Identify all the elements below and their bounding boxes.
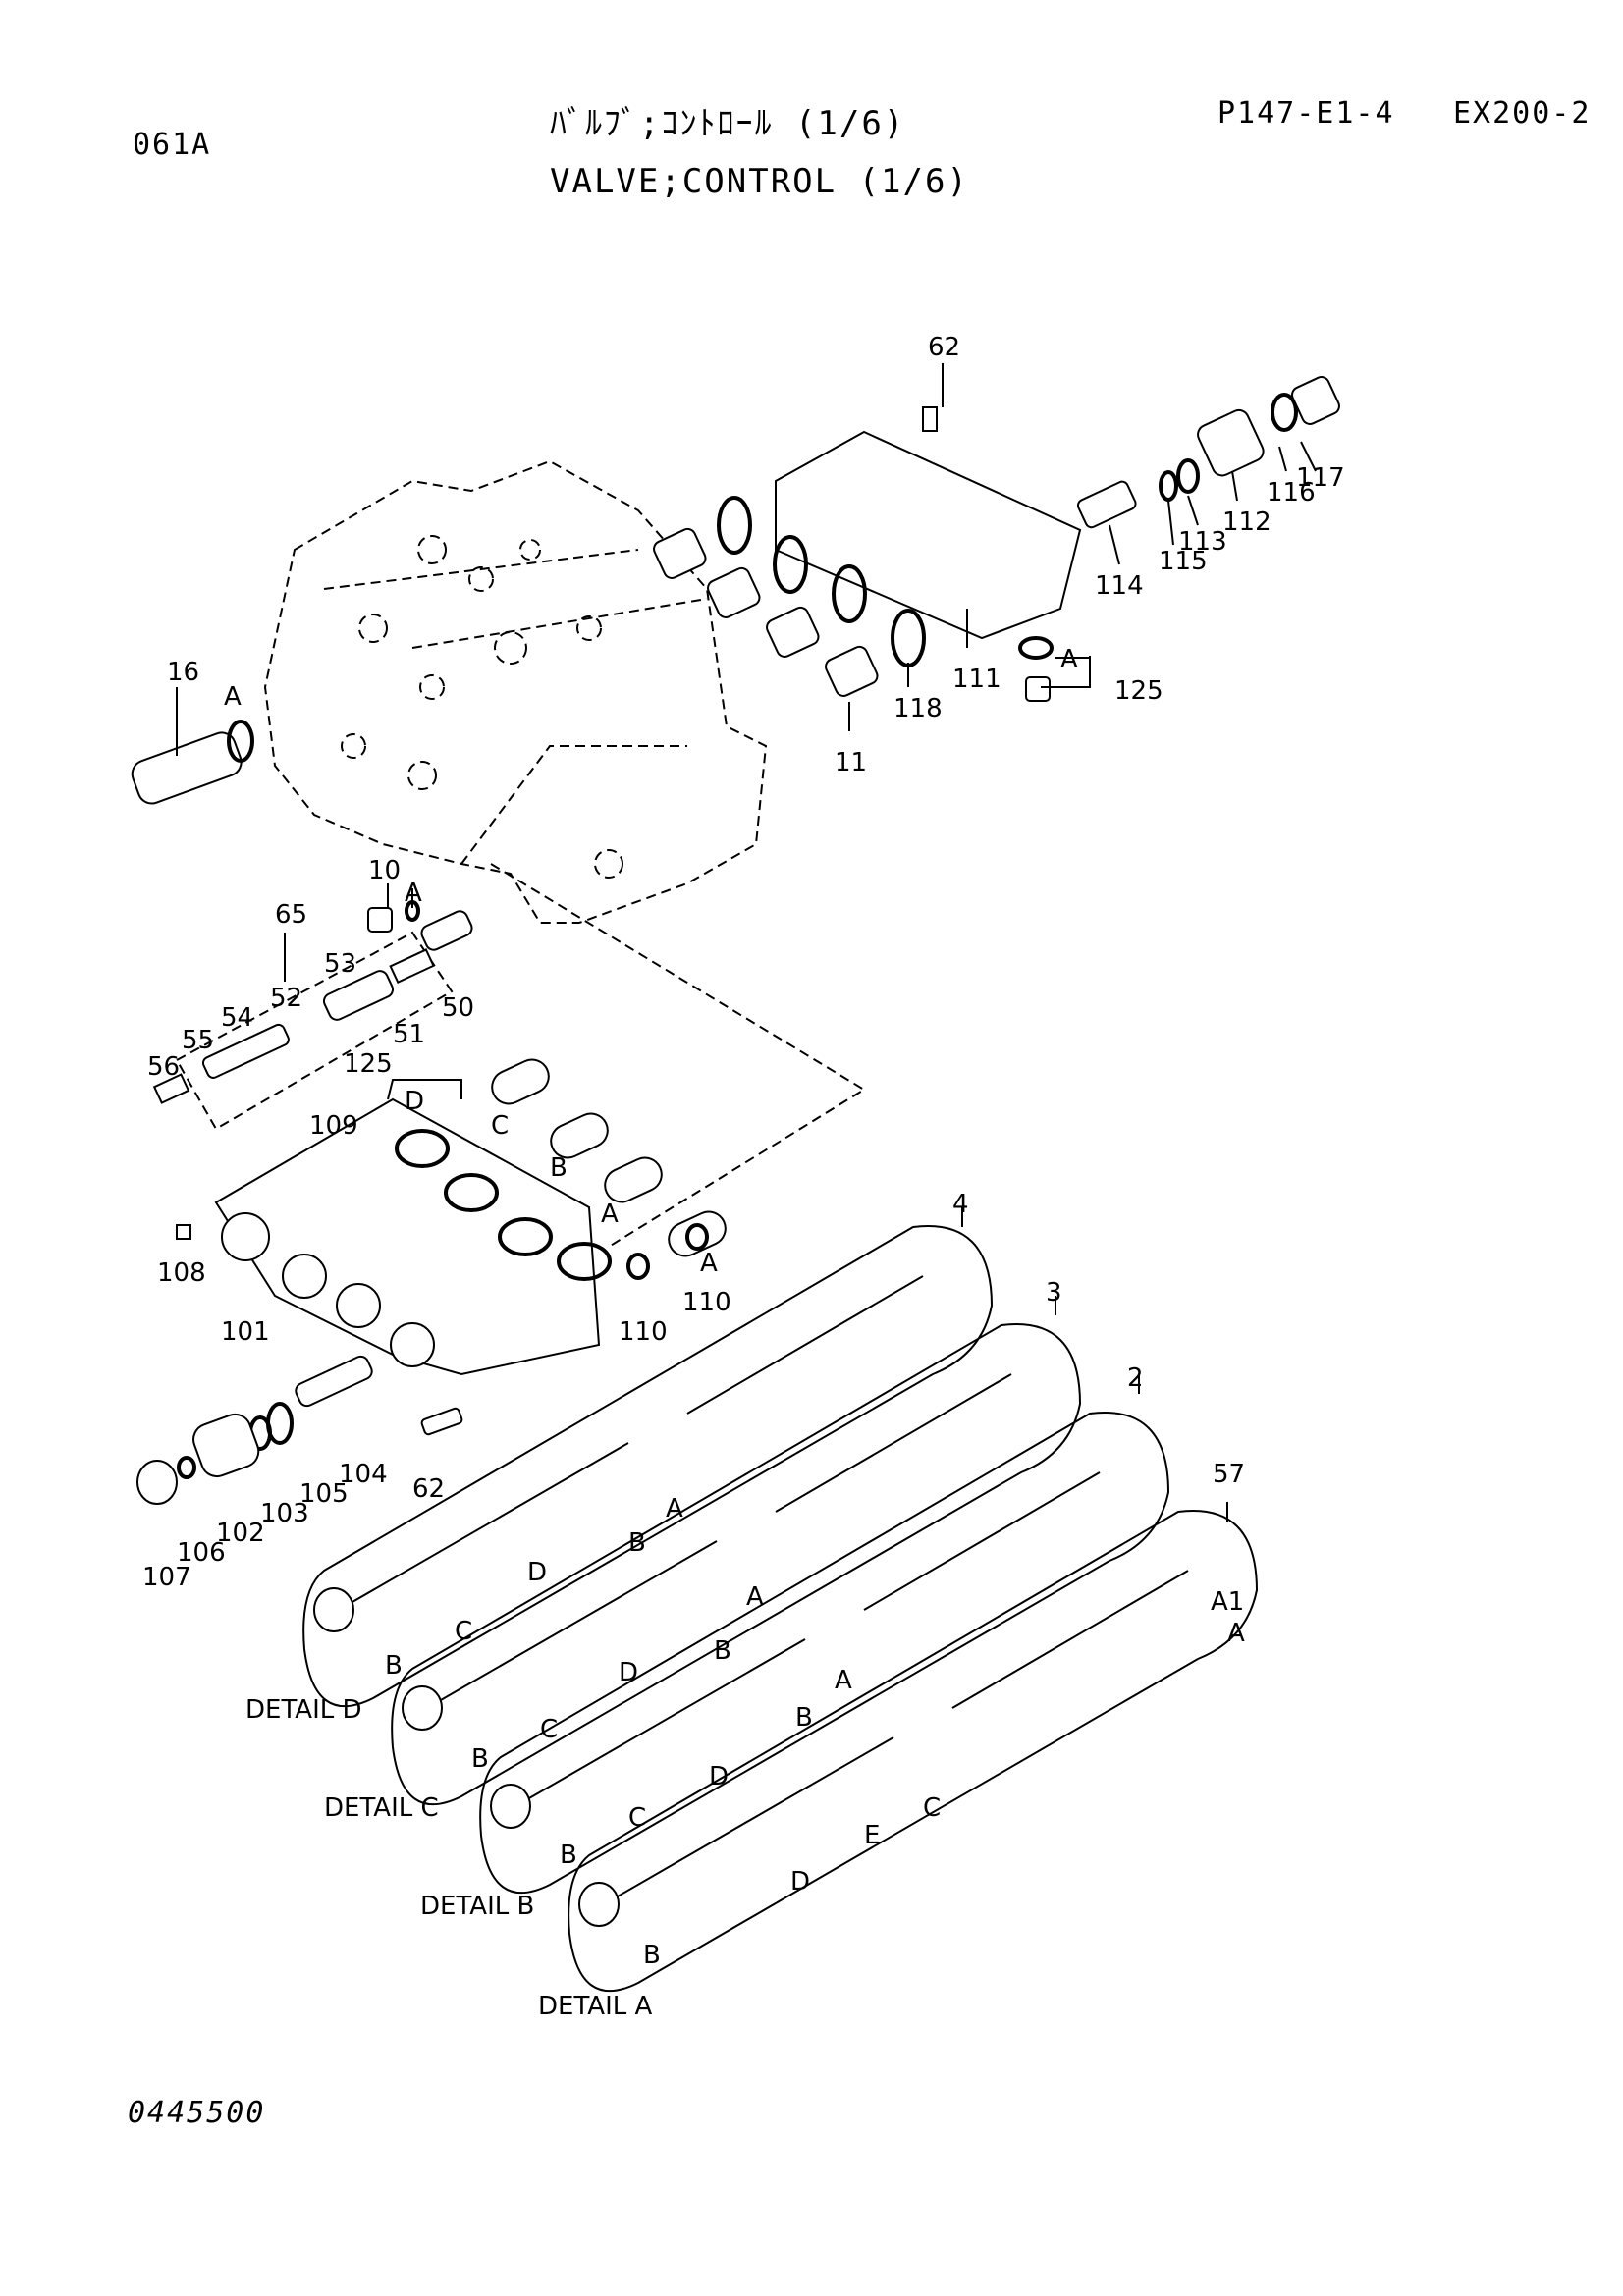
letter-callout-label: A	[746, 1582, 764, 1612]
part-number-label: 16	[167, 658, 199, 687]
part-number-label: 11	[835, 748, 867, 777]
letter-callout-label: D	[709, 1762, 729, 1791]
part-number-label: 125	[344, 1049, 393, 1079]
leader-lines	[176, 363, 1317, 1522]
part-number-label: 105	[299, 1479, 349, 1509]
letter-callout-label: A	[835, 1666, 852, 1695]
letter-callout-label: A	[700, 1249, 718, 1278]
detail-view-label: DETAIL C	[324, 1793, 439, 1823]
part-number-label: 116	[1267, 478, 1316, 507]
letter-callout-label: D	[619, 1658, 638, 1687]
letter-callout-label: B	[795, 1703, 813, 1733]
detail-capsules	[302, 1225, 1259, 1993]
part-number-label: 2	[1127, 1363, 1144, 1393]
detail-view-label: DETAIL D	[245, 1695, 362, 1725]
letter-callout-label: D	[405, 1087, 424, 1116]
part-number-label: 114	[1095, 571, 1144, 601]
lower-cover-block	[136, 863, 866, 1505]
part-number-label: 112	[1222, 507, 1271, 537]
title-english: VALVE;CONTROL (1/6)	[550, 162, 969, 201]
part-number-label: 56	[147, 1052, 180, 1082]
part-number-label: 50	[442, 993, 474, 1023]
letter-callout-label: A	[1227, 1619, 1245, 1648]
letter-callout-label: B	[560, 1841, 577, 1870]
part-number-label: 110	[619, 1317, 668, 1347]
part-number-label: 62	[928, 333, 960, 362]
letter-callout-label: C	[628, 1803, 646, 1833]
part-number-label: 51	[393, 1020, 425, 1049]
letter-callout-label: C	[923, 1793, 941, 1823]
letter-callout-label: B	[550, 1153, 568, 1183]
letter-callout-label: B	[385, 1651, 403, 1681]
part-number-label: 103	[260, 1499, 309, 1528]
part-number-label: 111	[952, 665, 1001, 694]
part-number-label: 113	[1178, 527, 1227, 557]
document-number: 0445500	[128, 2096, 266, 2130]
letter-callout-label: C	[491, 1111, 509, 1141]
letter-callout-label: C	[540, 1715, 558, 1744]
part-number-label: 65	[275, 900, 307, 930]
part-number-label: 109	[309, 1111, 358, 1141]
part-number-label: 62	[412, 1474, 445, 1504]
part-number-label: 107	[142, 1563, 191, 1592]
letter-callout-label: D	[790, 1867, 810, 1896]
page-reference: P147-E1-4	[1217, 96, 1395, 131]
part-number-label: 4	[952, 1190, 969, 1219]
letter-callout-label: D	[527, 1558, 547, 1587]
relief-valve-group-65	[152, 900, 473, 1131]
section-code: 061A	[133, 128, 212, 162]
part-number-label: 52	[270, 984, 302, 1013]
upper-cover-assembly	[653, 376, 1340, 702]
part-number-label: 55	[182, 1026, 214, 1055]
letter-callout-label: C	[455, 1617, 472, 1646]
letter-callout-label: B	[714, 1636, 731, 1666]
model-number: EX200-2	[1453, 96, 1592, 131]
valve-body-outline	[263, 459, 768, 924]
part-number-label: 101	[221, 1317, 270, 1347]
part-number-label: 57	[1213, 1460, 1245, 1489]
letter-callout-label: A1	[1211, 1587, 1244, 1617]
part-number-label: 117	[1296, 463, 1345, 493]
part-number-label: 53	[324, 949, 356, 979]
part-number-label: 106	[177, 1538, 226, 1568]
callout-labels: 6211711611211311511412511111811161065535…	[142, 333, 1345, 2021]
part-number-label: 108	[157, 1258, 206, 1288]
letter-callout-label: B	[643, 1941, 661, 1970]
detail-view-label: DETAIL A	[538, 1992, 653, 2021]
part-number-label: 54	[221, 1003, 253, 1033]
letter-callout-label: A	[601, 1200, 619, 1229]
part-number-label: 10	[368, 856, 401, 885]
letter-callout-label: B	[628, 1528, 646, 1558]
letter-callout-label: A	[405, 879, 422, 908]
part-number-label: 104	[339, 1460, 388, 1489]
part-number-label: 118	[893, 694, 943, 723]
part-number-label: 3	[1046, 1278, 1062, 1308]
part-number-label: 110	[682, 1288, 731, 1317]
title-japanese: ﾊﾞﾙﾌﾞ;ｺﾝﾄﾛｰﾙ (1/6)	[550, 104, 906, 143]
plug-16	[131, 720, 254, 805]
letter-callout-label: A	[666, 1494, 683, 1523]
part-number-label: 102	[216, 1519, 265, 1548]
letter-callout-label: A	[1060, 645, 1078, 674]
letter-callout-label: E	[864, 1821, 880, 1850]
part-number-label: 115	[1159, 547, 1208, 576]
letter-callout-label: A	[224, 682, 242, 712]
letter-callout-label: B	[471, 1744, 489, 1774]
part-number-label: 125	[1114, 676, 1163, 706]
detail-view-label: DETAIL B	[420, 1892, 534, 1921]
